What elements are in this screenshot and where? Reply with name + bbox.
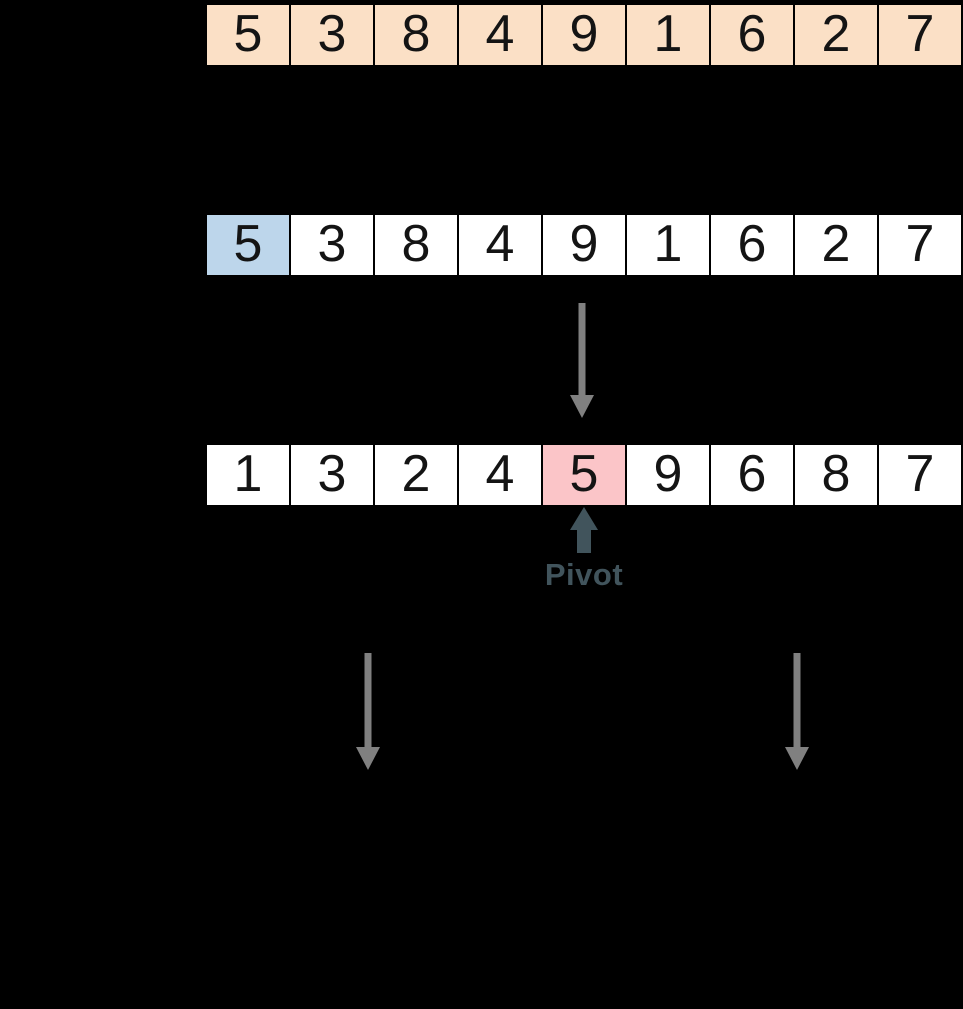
array-cell: 8: [793, 443, 879, 507]
array-cell: 2: [373, 443, 459, 507]
array-cell: 6: [709, 213, 795, 277]
pivot-label: Pivot: [544, 557, 624, 592]
array-cell: 5: [205, 3, 291, 67]
array-cell: 2: [793, 213, 879, 277]
array-cell: 5: [205, 213, 291, 277]
array-cell: 4: [457, 3, 543, 67]
array-cell: 5: [541, 443, 627, 507]
array-cell: 2: [793, 3, 879, 67]
array-cell: 9: [541, 3, 627, 67]
down-arrow-icon: [355, 653, 381, 775]
array-cell: 4: [457, 443, 543, 507]
down-arrow-icon: [784, 653, 810, 775]
array-cell: 9: [625, 443, 711, 507]
array-cell: 1: [205, 443, 291, 507]
array-cell: 3: [289, 3, 375, 67]
array-cell: 1: [625, 213, 711, 277]
array-cell: 3: [289, 443, 375, 507]
array-cell: 8: [373, 3, 459, 67]
array-cell: 7: [877, 443, 963, 507]
array-cell: 8: [373, 213, 459, 277]
array-cell: 7: [877, 213, 963, 277]
array-cell: 6: [709, 443, 795, 507]
array-cell: 4: [457, 213, 543, 277]
array-cell: 3: [289, 213, 375, 277]
array-cell: 6: [709, 3, 795, 67]
array-cell: 9: [541, 213, 627, 277]
down-arrow-icon: [569, 303, 595, 423]
up-arrow-icon: [570, 507, 598, 558]
array-cell: 7: [877, 3, 963, 67]
array-cell: 1: [625, 3, 711, 67]
